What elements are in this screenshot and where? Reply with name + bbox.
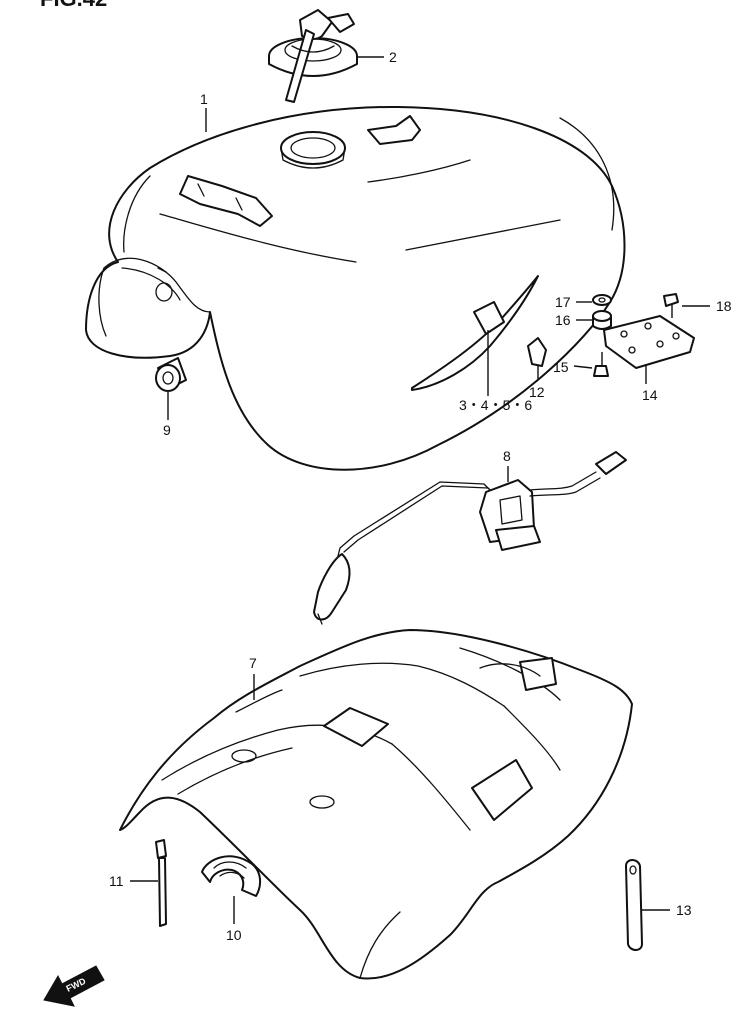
damper-12: [527, 337, 547, 367]
callout-16: 16: [555, 312, 571, 328]
leader-lines: [130, 56, 710, 924]
callout-9: 9: [163, 422, 171, 438]
bolt-18: [663, 293, 679, 318]
callout-17: 17: [555, 294, 571, 310]
callout-15: 15: [553, 359, 569, 375]
callout-1: 1: [200, 91, 208, 107]
heat-shield-cover: [119, 629, 633, 980]
fuel-level-sender: [313, 451, 627, 625]
callout-2: 2: [389, 49, 397, 65]
bolt-15: [593, 352, 609, 377]
callout-12: 12: [529, 384, 545, 400]
callout-10: 10: [226, 927, 242, 943]
callout-7: 7: [249, 655, 257, 671]
forward-direction-arrow: FWD: [43, 965, 105, 1007]
callout-11: 11: [109, 873, 124, 889]
rubber-bushing: [155, 357, 187, 392]
clip-13: [625, 859, 643, 951]
callout-13: 13: [676, 902, 692, 918]
callout-14: 14: [642, 387, 658, 403]
cable-tie-11: [155, 839, 167, 927]
callout-8: 8: [503, 448, 511, 464]
callout-18: 18: [716, 298, 732, 314]
washer-17: [592, 294, 612, 306]
bracket-plate-14: [603, 315, 695, 369]
callout-labels: 2 1 3・4・5・6 9 12 14 15 16 17 18 8 7 11 1…: [109, 49, 732, 943]
fuel-cap: [268, 9, 358, 103]
hose-clamp-10: [201, 855, 262, 897]
cushion-16: [592, 310, 612, 330]
figure-title: FIG.42: [40, 0, 107, 11]
callout-3-4-5-6: 3・4・5・6: [459, 397, 532, 413]
fuel-tank: [85, 105, 626, 471]
